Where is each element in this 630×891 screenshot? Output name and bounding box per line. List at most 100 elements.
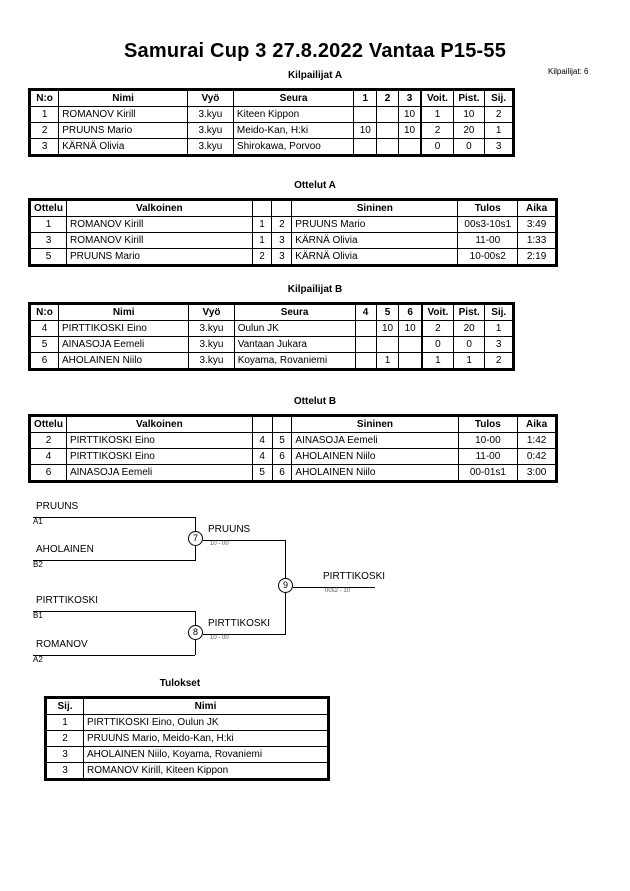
- cell-belt: 3.kyu: [188, 336, 235, 353]
- cell-m2: [376, 138, 399, 155]
- cell-m4: [354, 320, 377, 337]
- cell-no: 5: [30, 336, 59, 353]
- cell-belt: 3.kyu: [188, 352, 235, 369]
- table-row: 3 ROMANOV Kirill 1 3 KÄRNÄ Olivia 11-00 …: [30, 232, 556, 249]
- cell-match-no: 5: [30, 248, 67, 265]
- cell-white-no: 1: [251, 216, 273, 233]
- cell-blue-no: 2: [271, 216, 293, 233]
- cell-club: Kiteen Kippon: [232, 106, 355, 123]
- cell-points: 1: [452, 352, 486, 369]
- table-header-row: Ottelu Valkoinen Sininen Tulos Aika: [30, 200, 556, 217]
- cell-blue-no: 5: [271, 432, 293, 449]
- col-m5: 5: [375, 304, 400, 321]
- cell-white-no: 4: [251, 432, 273, 449]
- cell-m5: 10: [375, 320, 400, 337]
- bracket-connector: [33, 655, 195, 656]
- bracket-match-score: 00s2 - 10: [325, 588, 351, 594]
- cell-time: 1:33: [517, 232, 556, 249]
- cell-name: AINASOJA Eemeli: [57, 336, 190, 353]
- bracket-match-score: 10 - 00: [210, 541, 229, 547]
- cell-white: ROMANOV Kirill: [65, 216, 253, 233]
- table-row: 3 KÄRNÄ Olivia 3.kyu Shirokawa, Porvoo 0…: [29, 138, 513, 155]
- table-matches-a: Ottelu Valkoinen Sininen Tulos Aika 1 RO…: [28, 198, 558, 267]
- cell-club: Shirokawa, Porvoo: [232, 138, 355, 155]
- page-title: Samurai Cup 3 27.8.2022 Vantaa P15-55: [123, 40, 507, 62]
- col-blue: Sininen: [291, 416, 459, 433]
- caption-pool-a: Kilpailijat A: [287, 70, 343, 81]
- cell-m4: [354, 336, 377, 353]
- cell-m2: [376, 106, 399, 123]
- cell-blue: AHOLAINEN Niilo: [291, 448, 459, 465]
- cell-rank: 1: [484, 320, 513, 337]
- cell-rank: 2: [484, 106, 513, 123]
- cell-belt: 3.kyu: [188, 320, 235, 337]
- cell-white: AINASOJA Eemeli: [65, 464, 253, 481]
- col-result: Tulos: [457, 416, 519, 433]
- col-club: Seura: [233, 304, 356, 321]
- cell-m6: 10: [398, 320, 423, 337]
- table-row: 5 AINASOJA Eemeli 3.kyu Vantaan Jukara 0…: [30, 336, 513, 353]
- cell-rank: 3: [45, 762, 85, 779]
- table-row: 2 PIRTTIKOSKI Eino 4 5 AINASOJA Eemeli 1…: [30, 432, 556, 449]
- table-matches-b: Ottelu Valkoinen Sininen Tulos Aika 2 PI…: [28, 414, 558, 483]
- col-m4: 4: [354, 304, 377, 321]
- cell-points: 20: [452, 320, 486, 337]
- col-m1: 1: [353, 90, 378, 107]
- caption-results: Tulokset: [159, 678, 201, 689]
- col-white-no: [251, 200, 273, 217]
- bracket-connector: [203, 634, 285, 635]
- bracket-connector: [33, 560, 195, 561]
- cell-white: PIRTTIKOSKI Eino: [65, 448, 253, 465]
- cell-wins: 0: [420, 138, 454, 155]
- bracket-match-node-8: 8: [188, 625, 203, 640]
- cell-rank: 1: [45, 714, 85, 731]
- bracket-entry-seed: B1: [33, 611, 43, 620]
- cell-time: 3:00: [517, 464, 556, 481]
- bracket-entry-seed: A2: [33, 655, 43, 664]
- table-row: 1 ROMANOV Kirill 3.kyu Kiteen Kippon 10 …: [29, 106, 513, 123]
- col-time: Aika: [517, 200, 556, 217]
- cell-white-no: 4: [251, 448, 273, 465]
- cell-points: 10: [452, 106, 486, 123]
- col-no: N:o: [29, 90, 60, 107]
- table-row: 1 ROMANOV Kirill 1 2 PRUUNS Mario 00s3-1…: [30, 216, 556, 233]
- bracket-connector: [33, 611, 195, 612]
- cell-no: 3: [29, 138, 60, 155]
- bracket-champion-name: PIRTTIKOSKI: [323, 571, 386, 582]
- cell-m1: [353, 138, 378, 155]
- cell-match-no: 2: [30, 432, 67, 449]
- cell-wins: 2: [420, 122, 454, 139]
- table-row: 3 AHOLAINEN Niilo, Koyama, Rovaniemi: [45, 746, 328, 763]
- cell-blue-no: 6: [271, 448, 293, 465]
- cell-white-no: 1: [251, 232, 273, 249]
- cell-result: 10-00s2: [457, 248, 519, 265]
- cell-no: 1: [29, 106, 60, 123]
- cell-result: 00s3-10s1: [457, 216, 519, 233]
- col-points: Pist.: [452, 304, 486, 321]
- table-row: 6 AHOLAINEN Niilo 3.kyu Koyama, Rovaniem…: [30, 352, 513, 369]
- cell-match-no: 4: [30, 448, 67, 465]
- cell-belt: 3.kyu: [186, 138, 234, 155]
- caption-pool-b: Kilpailijat B: [287, 284, 343, 295]
- cell-result: 00-01s1: [457, 464, 519, 481]
- cell-time: 3:49: [517, 216, 556, 233]
- cell-white: ROMANOV Kirill: [65, 232, 253, 249]
- col-wins: Voit.: [420, 90, 454, 107]
- col-m2: 2: [376, 90, 399, 107]
- col-blue: Sininen: [291, 200, 459, 217]
- bracket-winner-name: PRUUNS: [208, 524, 251, 535]
- cell-m5: [375, 336, 400, 353]
- cell-m6: [398, 352, 423, 369]
- col-belt: Vyö: [186, 90, 234, 107]
- cell-points: 20: [452, 122, 486, 139]
- cell-belt: 3.kyu: [186, 106, 234, 123]
- cell-rank: 3: [484, 138, 513, 155]
- table-header-row: N:o Nimi Vyö Seura 1 2 3 Voit. Pist. Sij…: [29, 90, 513, 107]
- cell-white-no: 2: [251, 248, 273, 265]
- cell-result: 10-00: [457, 432, 519, 449]
- cell-club: Vantaan Jukara: [233, 336, 356, 353]
- caption-matches-a: Ottelut A: [294, 180, 336, 191]
- cell-blue-no: 6: [271, 464, 293, 481]
- bracket-connector: [203, 540, 285, 541]
- cell-m4: [354, 352, 377, 369]
